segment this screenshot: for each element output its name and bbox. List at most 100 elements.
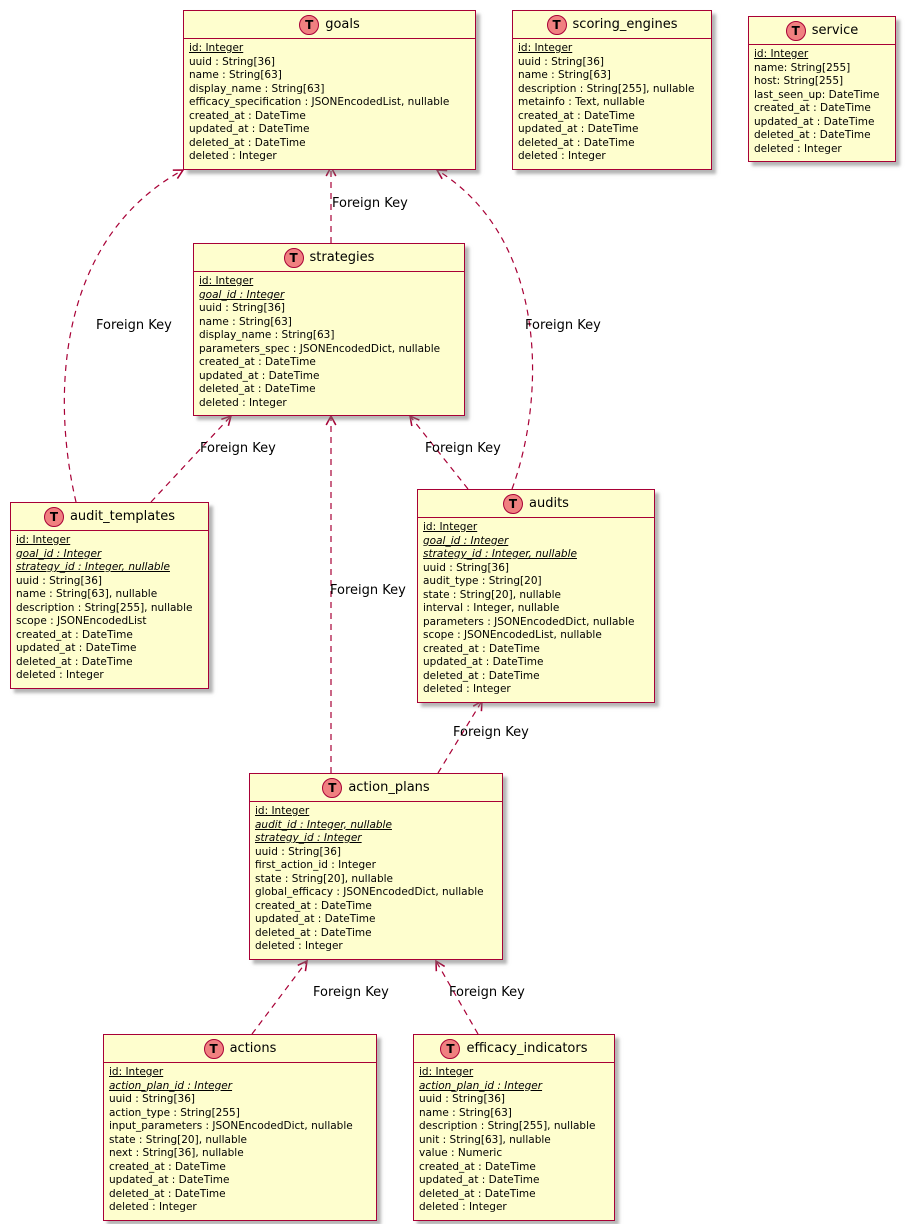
- field-action_plans-uuid: uuid : String[36]: [255, 845, 341, 858]
- table-type-icon: T: [203, 1038, 224, 1059]
- field-efficacy_indicators-deleted: deleted : Integer: [419, 1201, 507, 1213]
- field-action_plans-global_efficacy: global_efficacy : JSONEncodedDict, nulla…: [255, 886, 484, 898]
- field-efficacy_indicators-unit: unit : String[63], nullable: [419, 1133, 551, 1146]
- field-action_plans-strategy_id: strategy_id : Integer: [255, 832, 362, 844]
- field-actions-created_at: created_at : DateTime: [109, 1160, 226, 1173]
- field-audits-state: state : String[20], nullable: [423, 588, 561, 601]
- field-audits-parameters: parameters : JSONEncodedDict, nullable: [423, 615, 635, 628]
- entity-title: action_plans: [348, 780, 430, 795]
- field-strategies-parameters_spec: parameters_spec : JSONEncodedDict, nulla…: [199, 342, 441, 355]
- fk-edge-efficacy_indicators-to-action_plans: [435, 959, 479, 1035]
- field-audits-audit_type: audit_type : String[20]: [423, 575, 542, 587]
- field-action_plans-state: state : String[20], nullable: [255, 872, 393, 885]
- field-audit_templates-scope: scope : JSONEncodedList: [16, 615, 147, 627]
- field-audit_templates-id: id: Integer: [16, 534, 71, 546]
- field-audit_templates-deleted: deleted : Integer: [16, 669, 104, 681]
- field-service-name: name: String[255]: [754, 61, 851, 74]
- field-efficacy_indicators-action_plan_id: action_plan_id : Integer: [419, 1079, 543, 1092]
- edge-label-audit_templates-to-strategies: Foreign Key: [200, 441, 276, 456]
- field-scoring_engines-description: description : String[255], nullable: [518, 82, 695, 95]
- field-audits-created_at: created_at : DateTime: [423, 642, 540, 655]
- fk-edge-audits-to-goals: [435, 169, 534, 490]
- field-actions-id: id: Integer: [109, 1066, 164, 1078]
- fk-edge-action_plans-to-audits: [437, 699, 483, 774]
- field-service-updated_at: updated_at : DateTime: [754, 115, 875, 128]
- field-audit_templates-created_at: created_at : DateTime: [16, 628, 133, 641]
- edge-label-strategies-to-goals: Foreign Key: [332, 196, 408, 211]
- field-audits-strategy_id: strategy_id : Integer, nullable: [423, 548, 577, 560]
- field-service-host: host: String[255]: [754, 75, 844, 87]
- field-scoring_engines-metainfo: metainfo : Text, nullable: [518, 96, 645, 108]
- field-audit_templates-strategy_id: strategy_id : Integer, nullable: [16, 561, 170, 573]
- field-action_plans-deleted_at: deleted_at : DateTime: [255, 926, 372, 939]
- field-scoring_engines-deleted_at: deleted_at : DateTime: [518, 136, 635, 149]
- entity-title: service: [811, 23, 859, 38]
- field-scoring_engines-uuid: uuid : String[36]: [518, 55, 604, 68]
- field-efficacy_indicators-id: id: Integer: [419, 1066, 474, 1078]
- field-strategies-name: name : String[63]: [199, 315, 292, 328]
- table-type-icon: T: [440, 1038, 461, 1059]
- entity-title: audits: [529, 496, 569, 511]
- edge-label-audits-to-strategies: Foreign Key: [425, 441, 501, 456]
- field-goals-display_name: display_name : String[63]: [189, 82, 325, 95]
- field-actions-action_type: action_type : String[255]: [109, 1106, 240, 1119]
- field-action_plans-audit_id: audit_id : Integer, nullable: [255, 818, 392, 831]
- field-service-deleted: deleted : Integer: [754, 142, 842, 155]
- field-strategies-created_at: created_at : DateTime: [199, 356, 316, 368]
- field-audit_templates-goal_id: goal_id : Integer: [16, 547, 102, 560]
- field-audits-deleted: deleted : Integer: [423, 683, 511, 695]
- field-audit_templates-uuid: uuid : String[36]: [16, 574, 102, 587]
- field-audits-deleted_at: deleted_at : DateTime: [423, 669, 540, 682]
- table-type-icon: T: [43, 506, 64, 527]
- field-actions-deleted: deleted : Integer: [109, 1201, 197, 1213]
- field-efficacy_indicators-name: name : String[63]: [419, 1106, 512, 1119]
- field-audits-goal_id: goal_id : Integer: [423, 534, 509, 547]
- table-type-icon: T: [546, 14, 567, 35]
- field-scoring_engines-id: id: Integer: [518, 42, 573, 54]
- field-efficacy_indicators-deleted_at: deleted_at : DateTime: [419, 1187, 536, 1200]
- entity-title: actions: [229, 1041, 277, 1056]
- field-audit_templates-updated_at: updated_at : DateTime: [16, 642, 137, 654]
- field-strategies-id: id: Integer: [199, 275, 254, 287]
- field-audit_templates-name: name : String[63], nullable: [16, 588, 158, 600]
- fk-edge-audit_templates-to-strategies: [150, 414, 233, 503]
- field-action_plans-id: id: Integer: [255, 805, 310, 817]
- table-type-icon: T: [283, 247, 304, 268]
- field-goals-updated_at: updated_at : DateTime: [189, 123, 310, 135]
- entity-title: strategies: [309, 250, 375, 265]
- field-action_plans-updated_at: updated_at : DateTime: [255, 913, 376, 925]
- fk-edge-audit_templates-to-goals: [63, 169, 185, 503]
- edge-label-action_plans-to-strategies: Foreign Key: [330, 583, 406, 598]
- field-audits-id: id: Integer: [423, 521, 478, 533]
- field-scoring_engines-updated_at: updated_at : DateTime: [518, 123, 639, 135]
- field-strategies-deleted_at: deleted_at : DateTime: [199, 383, 316, 395]
- field-efficacy_indicators-updated_at: updated_at : DateTime: [419, 1174, 540, 1186]
- field-actions-state: state : String[20], nullable: [109, 1133, 247, 1146]
- fk-edge-audits-to-strategies: [408, 414, 469, 490]
- field-actions-updated_at: updated_at : DateTime: [109, 1174, 230, 1186]
- field-service-created_at: created_at : DateTime: [754, 102, 871, 114]
- field-action_plans-created_at: created_at : DateTime: [255, 899, 372, 912]
- table-type-icon: T: [503, 493, 524, 514]
- entity-title: efficacy_indicators: [466, 1041, 588, 1056]
- field-audits-uuid: uuid : String[36]: [423, 561, 509, 574]
